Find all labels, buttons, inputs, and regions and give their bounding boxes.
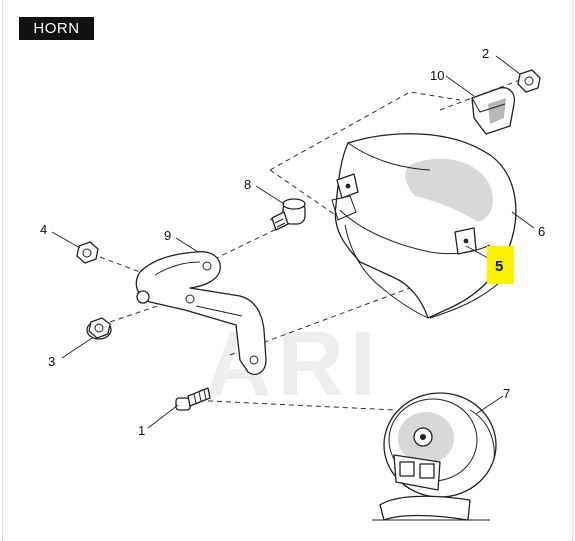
nut-part-4 xyxy=(76,241,99,264)
diagram-title: HORN xyxy=(19,17,94,40)
callout-label-8: 8 xyxy=(244,177,251,192)
horn-part-7 xyxy=(372,392,497,521)
clip-part-10 xyxy=(471,87,516,135)
right-edge-divider xyxy=(572,0,573,541)
callout-5-highlight xyxy=(487,246,514,284)
callout-label-5: 5 xyxy=(495,258,503,275)
horn-cover-part-6 xyxy=(331,133,517,319)
callout-label-4: 4 xyxy=(40,222,47,237)
callout-label-3: 3 xyxy=(48,354,55,369)
callout-label-6: 6 xyxy=(538,224,545,239)
callout-label-10: 10 xyxy=(430,68,444,83)
bolt-part-1 xyxy=(175,387,211,411)
callout-label-9: 9 xyxy=(164,228,171,243)
callout-label-7: 7 xyxy=(503,386,510,401)
callout-label-1: 1 xyxy=(138,423,145,438)
callout-leaders xyxy=(51,55,535,429)
flange-nut-part-3 xyxy=(86,317,112,340)
nut-part-2 xyxy=(517,69,541,93)
rubber-mount-part-8 xyxy=(269,198,306,231)
left-edge-divider xyxy=(2,0,3,541)
bracket-part-9 xyxy=(135,251,267,375)
watermark: ARI xyxy=(205,313,381,415)
callout-label-2: 2 xyxy=(482,46,489,61)
